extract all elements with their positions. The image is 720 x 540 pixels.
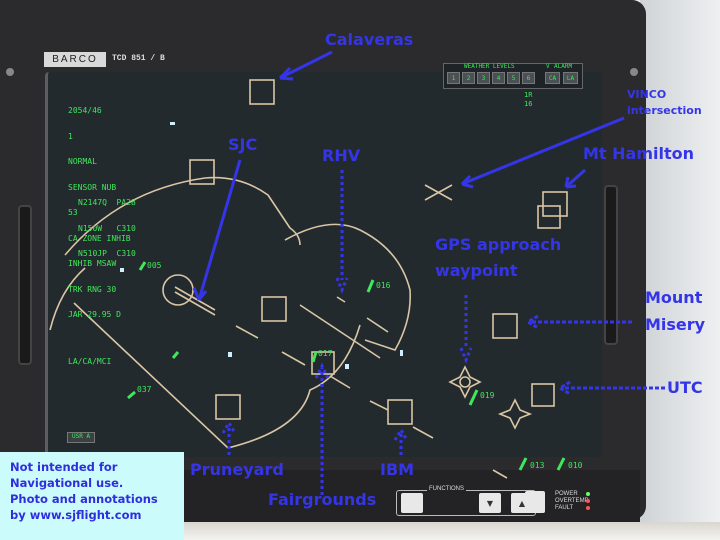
runway: 1R [524,91,533,99]
disclaimer-note: Not intended for Navigational use. Photo… [0,452,184,540]
map-square [189,159,215,185]
model-label: TCD 851 / B [112,54,165,63]
fault-led [586,506,590,510]
fault-label: FAULT [555,505,574,511]
sjc-runways [174,286,216,316]
map-square [261,296,287,322]
pruneyard-square [215,394,241,420]
status-line: 2054/46 [68,106,102,115]
overtemp-label: OVERTEMP [555,498,589,504]
weather-level-2[interactable]: 2 [462,72,475,84]
label-utc: UTC [667,378,703,397]
gps-waypoint-star [448,365,482,399]
rhv-airspace-boundary [284,223,412,359]
label-vinco: VINCO [627,88,667,101]
weather-flag: V [546,63,550,70]
weather-levels-panel: WEATHER LEVELS V ALARM 1 2 3 4 5 6 CA LA [443,63,583,89]
map-square [537,205,561,229]
power-label: POWER [555,491,578,497]
label-mount: Mount [645,288,703,307]
label-calaveras: Calaveras [325,30,414,49]
status-line: SENSOR NUB [68,182,117,192]
target-label: 019 [480,391,495,400]
mt-hamilton-square [542,191,568,217]
label-gps-waypoint: waypoint [435,261,518,280]
status-line: 1 [68,131,73,141]
note-line: Not intended for [10,460,118,474]
weather-level-5[interactable]: 5 [507,72,520,84]
power-led [586,492,590,496]
weather-level-6[interactable]: 6 [522,72,535,84]
note-line: by www.sjflight.com [10,508,142,522]
functions-label: FUNCTIONS [427,486,466,492]
status-line: INHIB MSAW [68,259,117,268]
power-button[interactable] [525,491,545,513]
function-panel: FUNCTIONS ▼ ▲ [396,486,536,516]
target-label: 037 [137,385,152,394]
status-line: LA/CA/MCI [68,356,112,366]
flight-list: N2147Q PA28 N150W C310 N510JP C310 [78,182,136,267]
flight-entry: N2147Q PA28 [78,198,136,207]
status-line: CA ZONE INHIB [68,233,131,243]
screw-icon [6,68,14,76]
sjc-airport-circle [162,274,194,306]
ibm-square [387,399,413,425]
label-pruneyard: Pruneyard [190,460,284,479]
overtemp-led [586,499,590,503]
note-line: Navigational use. [10,476,124,490]
runway-secondary: 16 [524,99,533,108]
spacer [68,337,131,341]
target-label: 013 [530,461,545,470]
waypoint-star [497,398,533,430]
gps-waypoint-circle [459,376,471,388]
status-line: NORMAL [68,157,97,166]
note-line: Photo and annotations [10,492,158,506]
sjc-airspace-boundary [49,176,361,449]
function-button[interactable] [401,493,423,513]
status-line: TRK RNG 30 [68,284,117,294]
alarm-ca[interactable]: CA [545,72,560,84]
weather-level-1[interactable]: 1 [447,72,460,84]
background [640,0,720,540]
desk [180,522,720,540]
right-handle [604,185,618,345]
screw-icon [630,68,638,76]
mount-misery-square [492,313,518,339]
label-fairgrounds: Fairgrounds [268,490,377,509]
calaveras-square [249,79,275,105]
label-ibm: IBM [380,460,415,479]
vinco-intersection-x [424,184,453,201]
alarm-label: ALARM [554,63,573,70]
target-label: 016 [376,281,391,290]
label-rhv: RHV [322,146,361,165]
weather-title: WEATHER LEVELS [464,63,515,70]
utc-square [531,383,555,407]
target-label: 005 [147,261,162,270]
status-line: JAR 29.95 D [68,310,121,319]
annotation-arrows [192,50,665,495]
target-label: 017 [318,349,333,358]
label-misery: Misery [645,315,706,334]
flight-entry: N510JP C310 [78,249,136,258]
label-mt-hamilton: Mt Hamilton [583,144,694,163]
flight-entry: N150W C310 [78,223,136,233]
aircraft-targets [127,261,566,471]
usr-button[interactable]: USR A [67,432,96,443]
label-gps-approach: GPS approach [435,235,562,254]
weather-level-3[interactable]: 3 [477,72,490,84]
left-handle [18,205,32,365]
radar-returns [120,122,403,369]
target-label: 010 [568,461,583,470]
approach-course [235,296,508,479]
barco-logo: BARCO [44,52,106,67]
alarm-la[interactable]: LA [563,72,578,84]
status-line: 53 [68,208,78,217]
label-vinco-intersection: intersection [627,104,702,117]
status-block: 2054/46 1 NORMAL SENSOR NUB 53 CA ZONE I… [68,90,131,375]
label-sjc: SJC [228,135,258,154]
down-button[interactable]: ▼ [479,493,501,513]
weather-level-4[interactable]: 4 [492,72,505,84]
